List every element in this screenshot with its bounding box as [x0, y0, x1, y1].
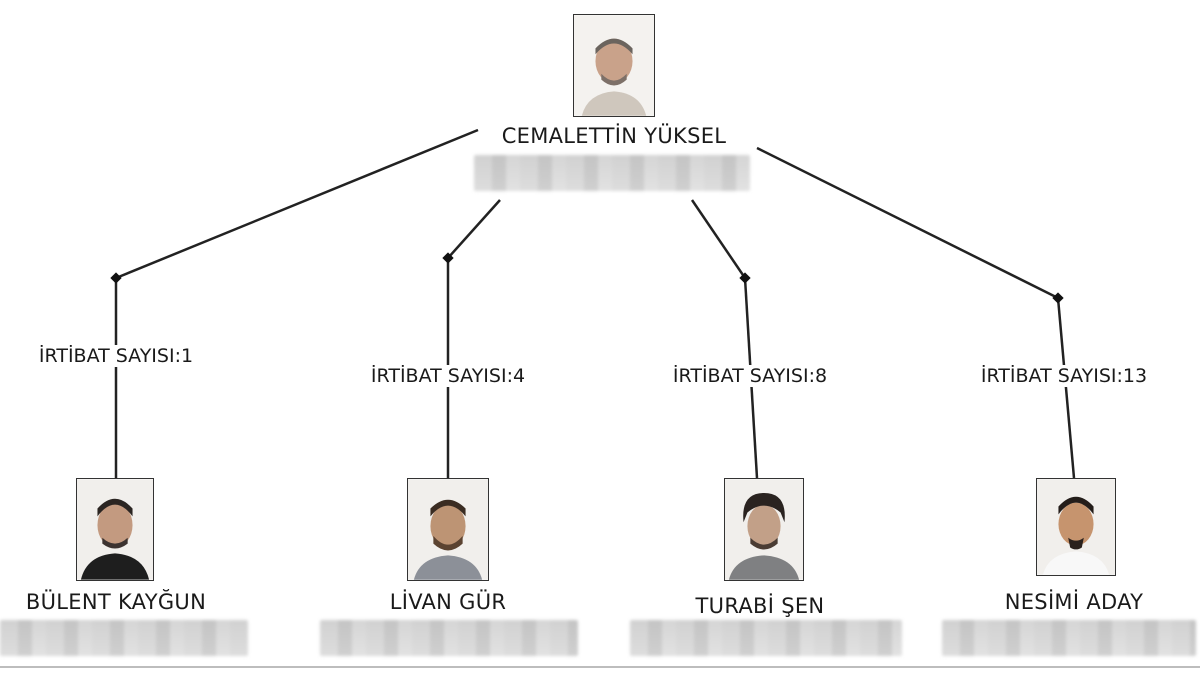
child-photo-3	[724, 478, 804, 581]
child-photo-2	[407, 478, 489, 581]
person-portrait-icon	[725, 479, 803, 580]
link-line-2a	[447, 199, 501, 259]
link-line-3a	[690, 199, 747, 279]
bottom-divider	[0, 666, 1200, 668]
junction-dot-4	[1052, 292, 1064, 304]
child-name-1: BÜLENT KAYĞUN	[25, 590, 207, 614]
child-redacted-info-3	[630, 620, 902, 656]
child-name-4: NESİMİ ADAY	[1004, 590, 1144, 614]
link-line-1a	[115, 128, 479, 280]
child-photo-1	[76, 478, 154, 581]
link-label-2: İRTİBAT SAYISI:4	[368, 365, 528, 387]
child-photo-4	[1036, 478, 1116, 576]
root-name: CEMALETTİN YÜKSEL	[501, 124, 727, 148]
child-redacted-info-4	[942, 620, 1196, 656]
child-name-3: TURABİ ŞEN	[695, 594, 825, 618]
junction-dot-1	[110, 272, 122, 284]
child-redacted-info-1	[0, 620, 248, 656]
root-redacted-info	[474, 155, 750, 191]
link-line-4a	[756, 146, 1059, 300]
link-label-1: İRTİBAT SAYISI:1	[36, 345, 196, 367]
person-portrait-icon	[1037, 479, 1115, 575]
person-portrait-icon	[77, 479, 153, 580]
person-portrait-icon	[574, 15, 654, 116]
link-line-4b	[1056, 297, 1076, 479]
root-photo	[573, 14, 655, 117]
child-name-2: LİVAN GÜR	[389, 590, 507, 614]
link-label-3: İRTİBAT SAYISI:8	[670, 365, 830, 387]
person-portrait-icon	[408, 479, 488, 580]
child-redacted-info-2	[320, 620, 578, 656]
link-label-4: İRTİBAT SAYISI:13	[978, 365, 1150, 387]
junction-dot-3	[739, 272, 751, 284]
junction-dot-2	[442, 252, 454, 264]
